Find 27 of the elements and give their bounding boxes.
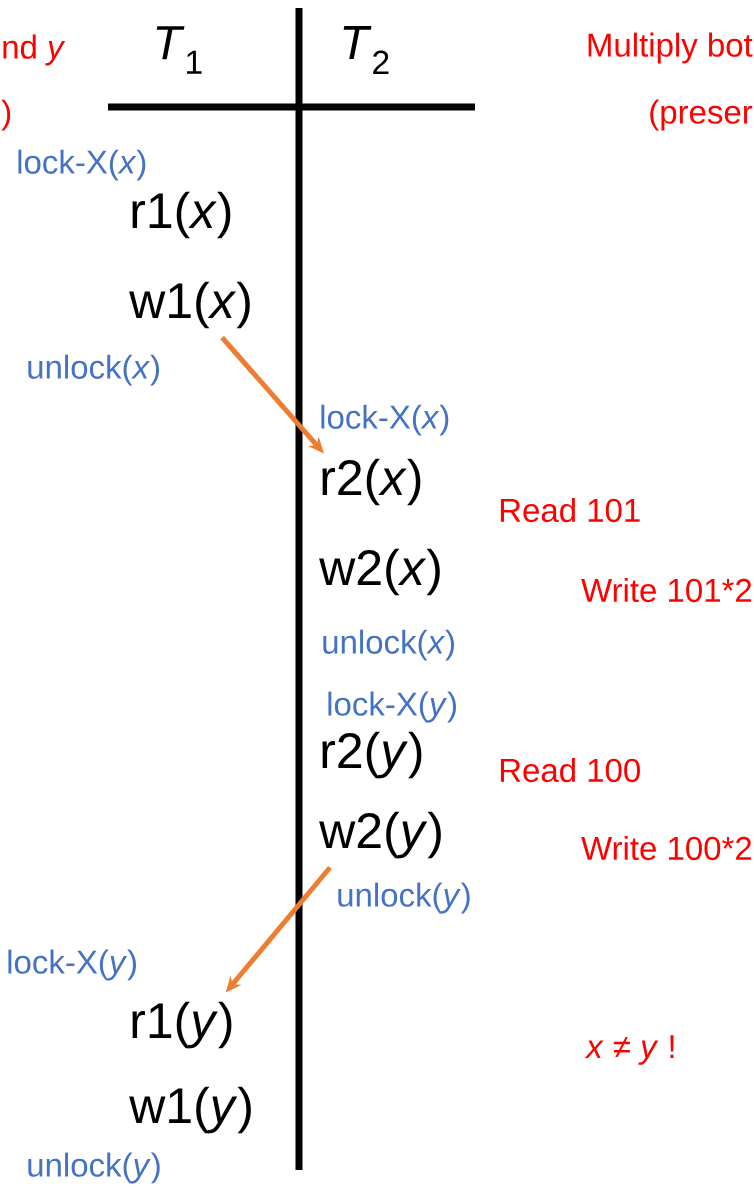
operation-text: r1(y): [132, 1001, 232, 1049]
operation-text: w2(y): [319, 811, 441, 859]
operation-text: r1(x): [132, 191, 231, 239]
operation-text: r2(x): [322, 458, 421, 506]
lock-text: lock-X(x): [321, 404, 449, 436]
lock-text: unlock(y): [338, 882, 470, 914]
lock-text: unlock(x): [28, 354, 159, 386]
note-text: (preser: [650, 99, 753, 131]
operation-text: w1(y): [129, 1086, 251, 1134]
lock-text: unlock(x): [323, 629, 454, 661]
operation-text: w1(x): [129, 281, 250, 329]
column-header: T$_{2}$: [343, 26, 389, 74]
note-text: ): [1, 99, 11, 131]
column-header: T$_{1}$: [156, 26, 202, 74]
note-text: Write 101*2: [581, 577, 752, 603]
operation-text: r2(y): [322, 731, 422, 779]
lock-text: lock-X(y): [8, 949, 136, 981]
note-text: x ≠ y !: [584, 1035, 674, 1065]
note-text: Multiply bot: [588, 32, 753, 64]
note-text: Read 100: [500, 757, 640, 783]
note-text: nd y: [3, 34, 66, 66]
lock-text: unlock(y): [28, 1152, 160, 1184]
lock-text: lock-X(y): [328, 691, 456, 723]
note-text: Write 100*2: [581, 835, 752, 861]
note-text: Read 101: [500, 497, 640, 523]
operation-text: w2(x): [319, 548, 440, 596]
lock-text: lock-X(x): [18, 149, 146, 181]
